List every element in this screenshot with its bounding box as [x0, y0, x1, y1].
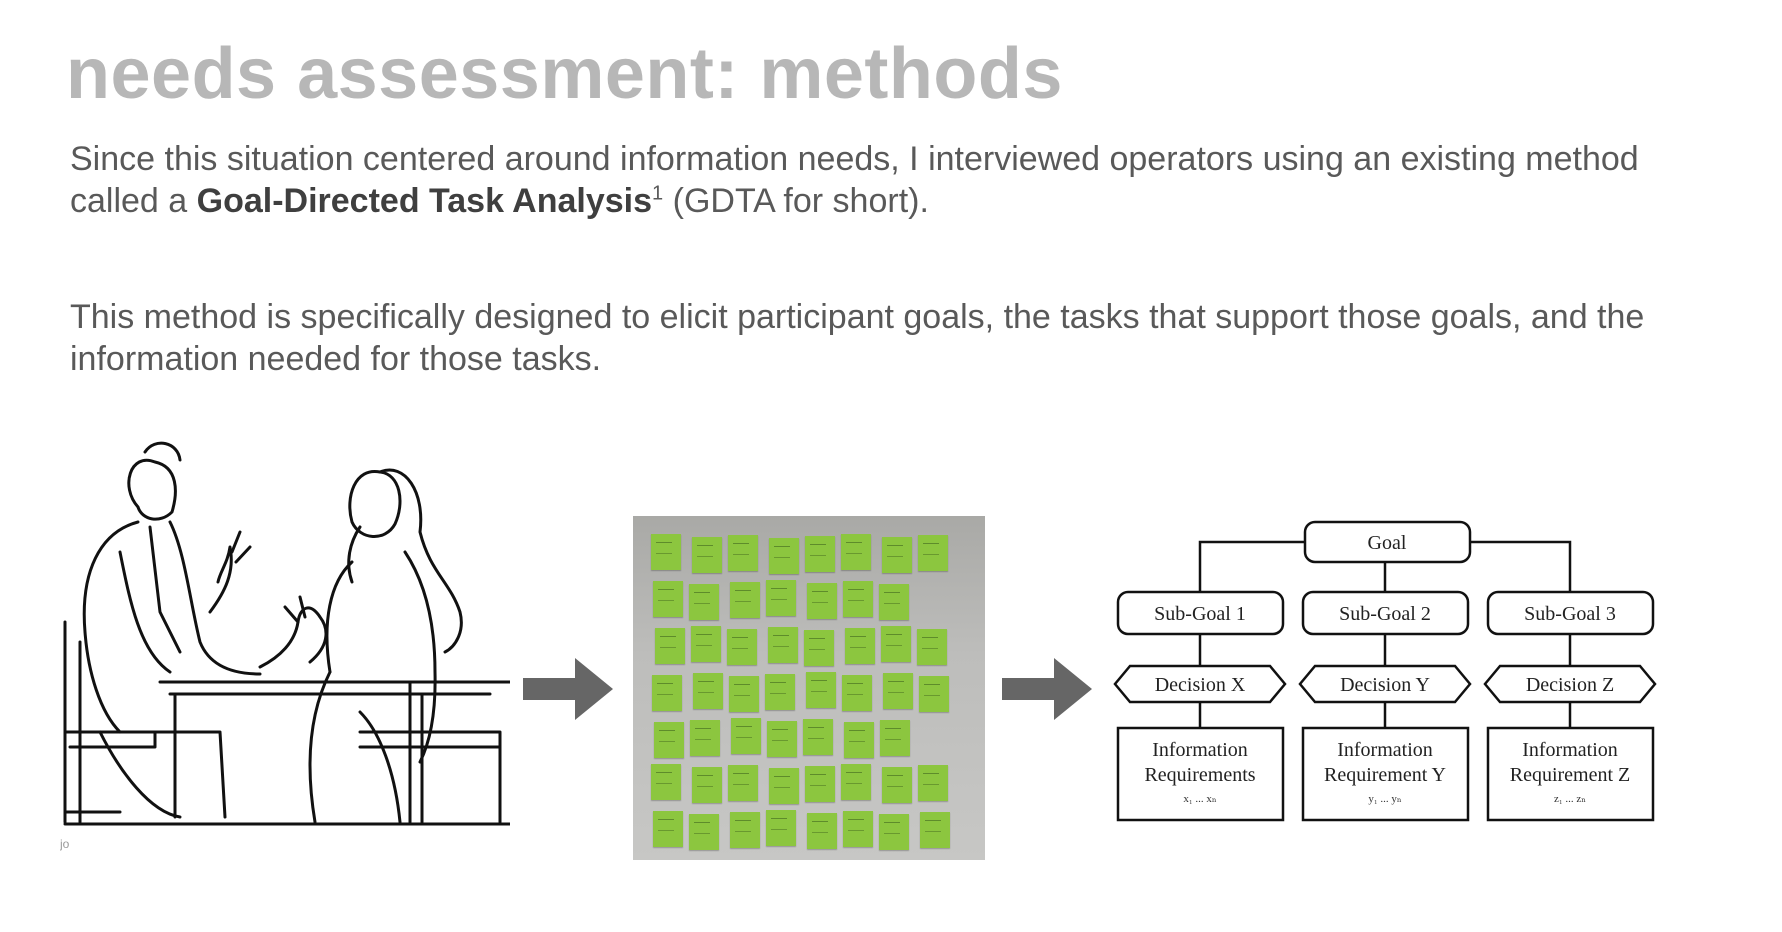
right-arrow-icon [1002, 658, 1092, 720]
sticky-note [766, 580, 796, 616]
sticky-notes-photo [633, 516, 985, 860]
requirement-node-z: Information Requirement Z z₁ ... zₙ [1486, 726, 1655, 822]
decision-label: Decision X [1155, 674, 1246, 696]
decision-node-x: Decision X [1113, 664, 1287, 704]
sticky-note [841, 764, 871, 800]
sticky-note [652, 675, 682, 711]
intro-paragraph: Since this situation centered around inf… [70, 138, 1670, 222]
requirement-line1: Information [1522, 739, 1618, 761]
sticky-note [655, 628, 685, 664]
requirement-node-y: Information Requirement Y y₁ ... yₙ [1301, 726, 1470, 822]
requirement-node-x: Information Requirements x₁ ... xₙ [1116, 726, 1285, 822]
sticky-note [842, 675, 872, 711]
sticky-note [807, 813, 837, 849]
sticky-note [879, 814, 909, 850]
method-paragraph: This method is specifically designed to … [70, 298, 1645, 378]
decision-node-y: Decision Y [1298, 664, 1472, 704]
sticky-note [883, 673, 913, 709]
sticky-note [691, 626, 721, 662]
image-corner-mark: jo [60, 837, 70, 851]
sticky-note [768, 627, 798, 663]
sticky-note [654, 722, 684, 758]
sticky-note [807, 583, 837, 619]
goal-label: Goal [1368, 532, 1407, 554]
sticky-note [653, 581, 683, 617]
requirement-line3: z₁ ... zₙ [1554, 793, 1586, 805]
sticky-note [766, 810, 796, 846]
sticky-note [882, 537, 912, 573]
decision-label: Decision Y [1340, 674, 1430, 696]
requirement-line1: Information [1152, 739, 1248, 761]
subgoal-node-2: Sub-Goal 2 [1301, 590, 1470, 636]
sticky-note [690, 720, 720, 756]
intro-text-start: Since this situation centered around inf… [70, 140, 1639, 220]
sticky-note [730, 582, 760, 618]
sticky-note [919, 676, 949, 712]
requirement-line1: Information [1337, 739, 1433, 761]
sticky-note [881, 626, 911, 662]
sticky-note [730, 812, 760, 848]
sticky-note [804, 630, 834, 666]
sticky-note [729, 676, 759, 712]
interview-sketch-image: jo [60, 441, 510, 851]
sticky-note [803, 719, 833, 755]
sticky-note [806, 672, 836, 708]
sticky-note [918, 535, 948, 571]
subgoal-label: Sub-Goal 1 [1154, 603, 1246, 625]
sticky-note [731, 718, 761, 754]
slide-title: needs assessment: methods [66, 34, 1063, 114]
goal-node: Goal [1303, 520, 1472, 564]
requirement-line3: y₁ ... yₙ [1368, 793, 1402, 805]
requirement-line2: Requirements [1144, 764, 1255, 786]
sticky-note [845, 628, 875, 664]
decision-node-z: Decision Z [1483, 664, 1657, 704]
sticky-note [879, 584, 909, 620]
sticky-note [692, 537, 722, 573]
requirement-line2: Requirement Y [1324, 764, 1446, 786]
sticky-note [689, 814, 719, 850]
sticky-note [882, 767, 912, 803]
right-arrow-icon [523, 658, 613, 720]
sticky-note [841, 534, 871, 570]
subgoal-label: Sub-Goal 2 [1339, 603, 1431, 625]
decision-label: Decision Z [1526, 674, 1614, 696]
sticky-note [765, 674, 795, 710]
gdta-hierarchy-diagram: Goal Sub-Goal 1 Sub-Goal 2 Sub-Goal 3 De… [1113, 520, 1657, 822]
sticky-note [805, 536, 835, 572]
sticky-note [728, 535, 758, 571]
sticky-note [769, 538, 799, 574]
sticky-note [917, 629, 947, 665]
sticky-note [651, 534, 681, 570]
sticky-note [767, 721, 797, 757]
intro-text-end: (GDTA for short). [663, 182, 929, 220]
requirement-line3: x₁ ... xₙ [1183, 793, 1217, 805]
requirement-line2: Requirement Z [1510, 764, 1631, 786]
sticky-note [689, 584, 719, 620]
sticky-note [651, 764, 681, 800]
sticky-note [805, 766, 835, 802]
footnote-marker: 1 [652, 182, 664, 205]
sticky-note [844, 722, 874, 758]
sticky-note [653, 811, 683, 847]
sticky-note [727, 629, 757, 665]
subgoal-node-1: Sub-Goal 1 [1116, 590, 1285, 636]
subgoal-label: Sub-Goal 3 [1524, 603, 1616, 625]
sticky-note [728, 765, 758, 801]
sticky-note [692, 767, 722, 803]
sticky-note [918, 765, 948, 801]
sticky-note [843, 581, 873, 617]
sticky-note [693, 673, 723, 709]
subgoal-node-3: Sub-Goal 3 [1486, 590, 1655, 636]
sticky-note [880, 720, 910, 756]
sticky-note [920, 812, 950, 848]
gdta-term: Goal-Directed Task Analysis [196, 182, 653, 220]
sticky-note [769, 768, 799, 804]
sticky-note [843, 811, 873, 847]
